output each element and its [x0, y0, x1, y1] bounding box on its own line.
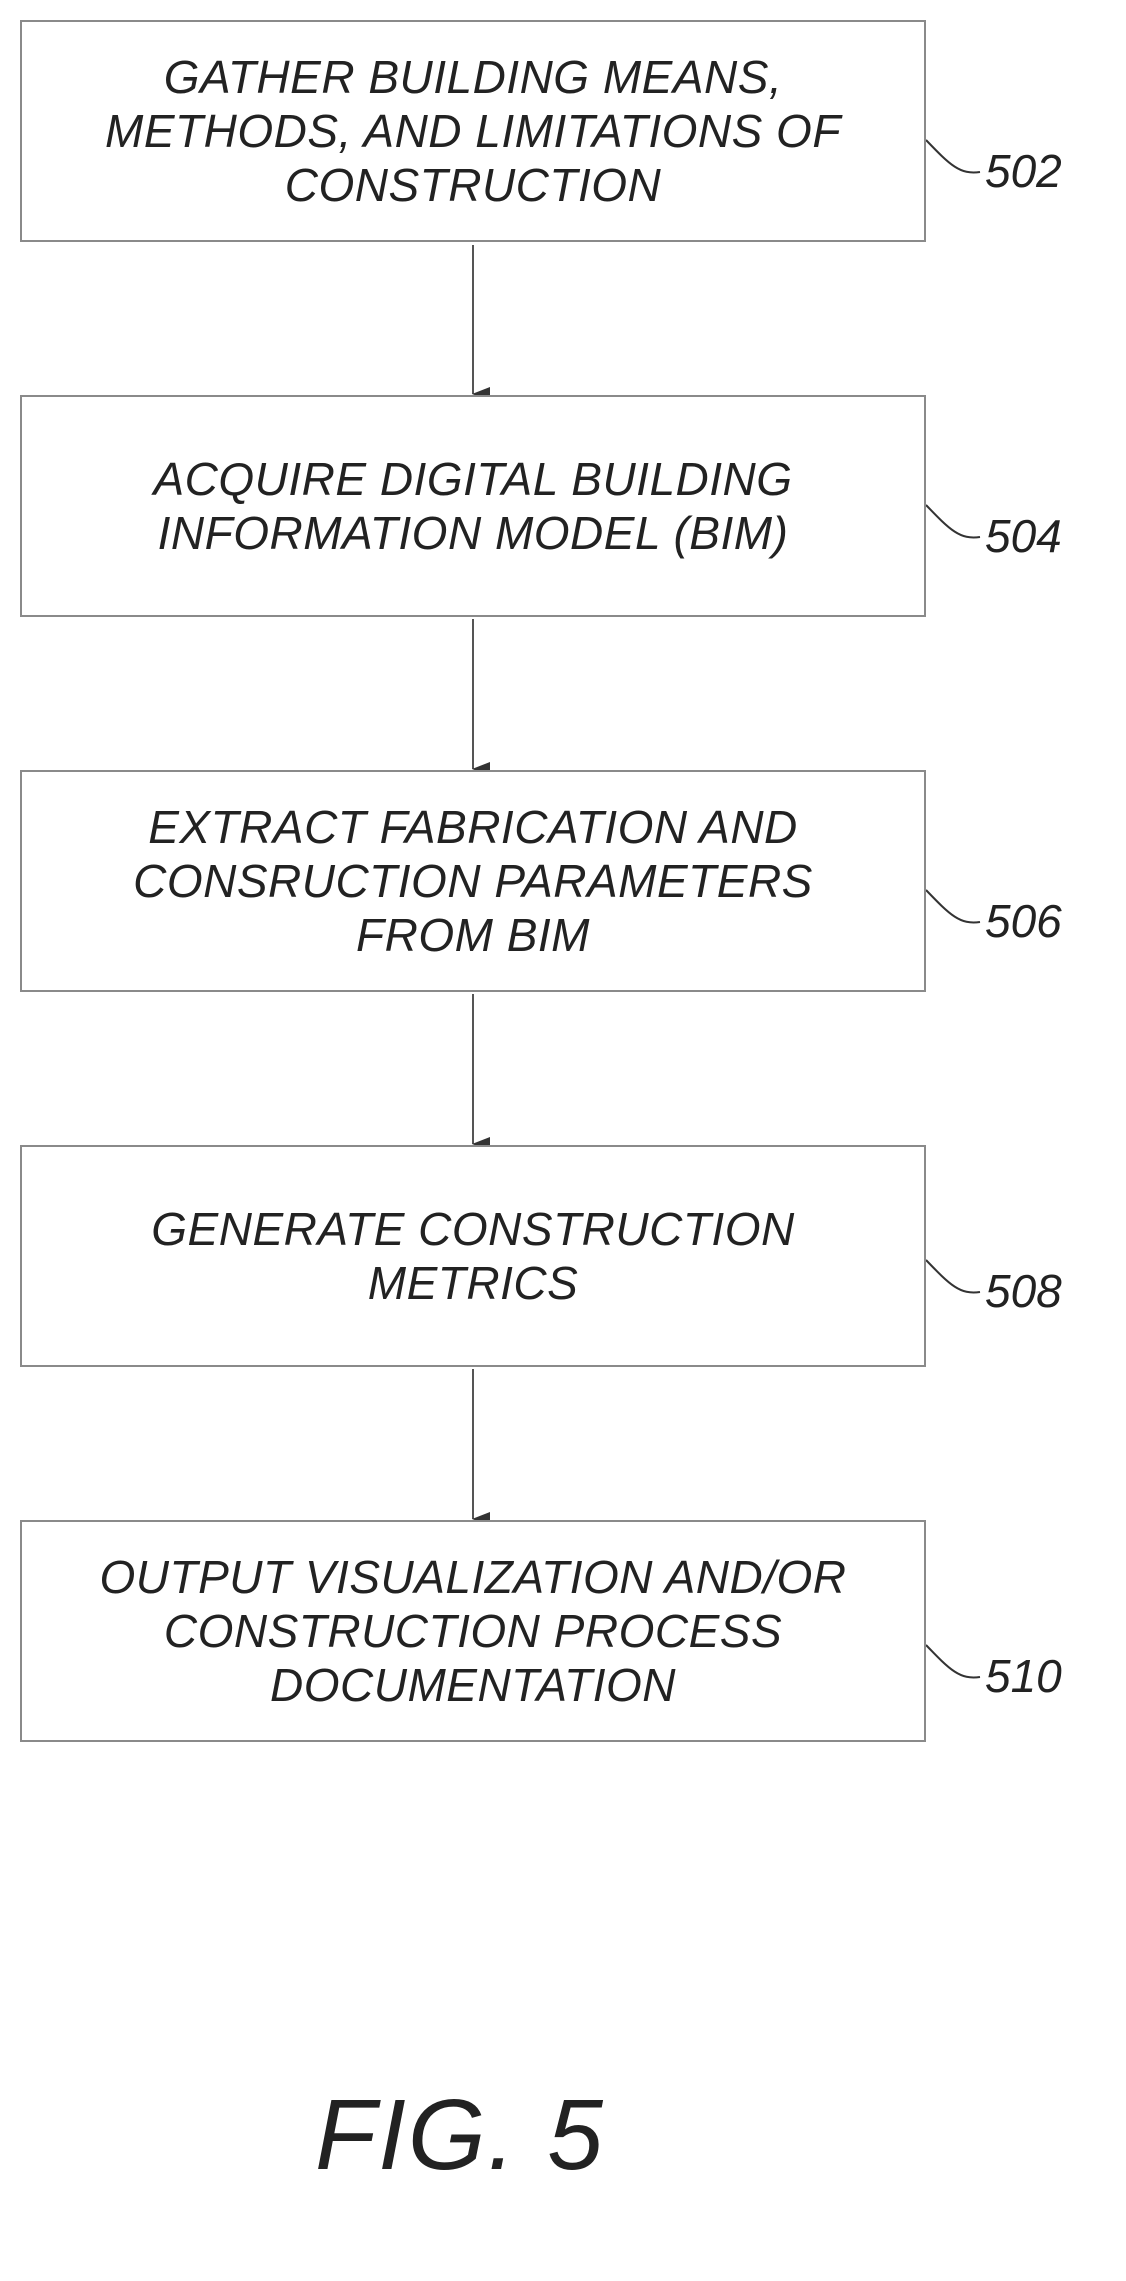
- step-box-510: OUTPUT VISUALIZATION AND/OR CONSTRUCTION…: [20, 1520, 926, 1742]
- step-text-506: EXTRACT FABRICATION AND CONSRUCTION PARA…: [33, 800, 913, 962]
- leader-line-504: [926, 505, 980, 538]
- step-box-506: EXTRACT FABRICATION AND CONSRUCTION PARA…: [20, 770, 926, 992]
- leader-line-508: [926, 1260, 980, 1293]
- leader-line-510: [926, 1645, 980, 1678]
- step-box-504: ACQUIRE DIGITAL BUILDING INFORMATION MOD…: [20, 395, 926, 617]
- leader-line-502: [926, 140, 980, 173]
- step-box-502: GATHER BUILDING MEANS, METHODS, AND LIMI…: [20, 20, 926, 242]
- ref-number-502: 502: [985, 145, 1062, 197]
- ref-number-510: 510: [985, 1650, 1062, 1702]
- step-text-502: GATHER BUILDING MEANS, METHODS, AND LIMI…: [33, 50, 913, 212]
- figure-label: FIG. 5: [315, 2080, 605, 2190]
- ref-number-506: 506: [985, 895, 1062, 947]
- step-text-510: OUTPUT VISUALIZATION AND/OR CONSTRUCTION…: [33, 1550, 913, 1712]
- ref-number-504: 504: [985, 510, 1062, 562]
- ref-number-508: 508: [985, 1265, 1062, 1317]
- step-text-508: GENERATE CONSTRUCTION METRICS: [33, 1202, 913, 1310]
- leader-line-506: [926, 890, 980, 923]
- step-text-504: ACQUIRE DIGITAL BUILDING INFORMATION MOD…: [33, 452, 913, 560]
- step-box-508: GENERATE CONSTRUCTION METRICS: [20, 1145, 926, 1367]
